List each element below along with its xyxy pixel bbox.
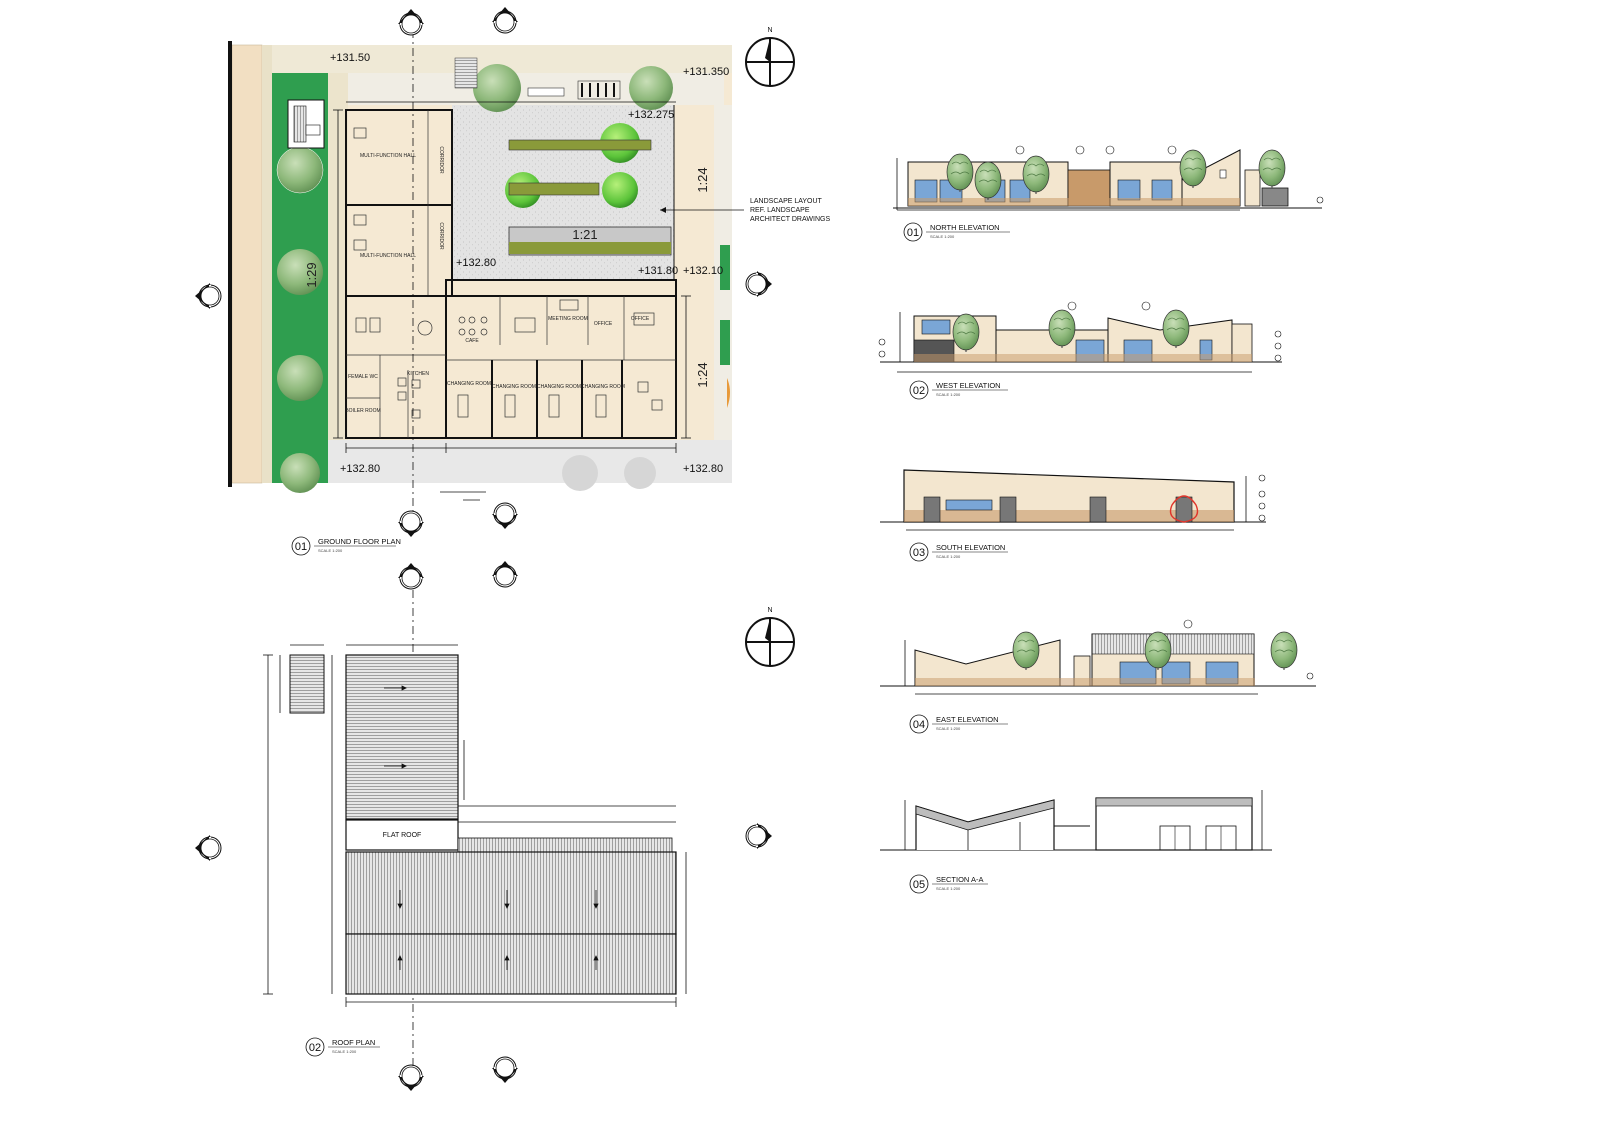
drawing-title: 01 NORTH ELEVATION SCALE 1:200 (903, 222, 1010, 242)
svg-text:SCALE 1:200: SCALE 1:200 (936, 726, 961, 731)
section-a-a (880, 790, 1272, 851)
room-label: CORRIDOR (438, 222, 444, 250)
drawing-title: 02 WEST ELEVATION SCALE 1:200 (909, 380, 1008, 400)
level-label: +131.350 (683, 66, 729, 78)
room-label: FEMALE WC (348, 374, 378, 380)
drawing-title: 03 SOUTH ELEVATION SCALE 1:200 (909, 542, 1008, 562)
ground-floor-plan: MULTI-FUNCTION HALL MULTI-FUNCTION HALL … (228, 30, 830, 520)
level-label: +132.80 (683, 463, 723, 475)
level-label: +131.50 (330, 52, 370, 64)
svg-text:ROOF PLAN: ROOF PLAN (332, 1038, 375, 1047)
svg-text:EAST ELEVATION: EAST ELEVATION (936, 715, 999, 724)
svg-text:02: 02 (913, 385, 925, 397)
level-label: +132.275 (628, 109, 674, 121)
svg-text:N: N (767, 607, 772, 614)
svg-text:SOUTH ELEVATION: SOUTH ELEVATION (936, 543, 1005, 552)
slope-label: 1:24 (695, 362, 710, 387)
svg-text:SECTION A-A: SECTION A-A (936, 875, 984, 884)
room-label: CAFE (465, 338, 479, 344)
slope-label: 1:24 (695, 167, 710, 192)
svg-text:01: 01 (907, 227, 919, 239)
level-label: +132.80 (456, 257, 496, 269)
drawing-title: 05 SECTION A-A SCALE 1:200 (909, 874, 988, 894)
room-label: CHANGING ROOM (581, 384, 625, 390)
room-label: MEETING ROOM (548, 316, 588, 322)
furniture (353, 127, 663, 419)
level-label: +132.80 (340, 463, 380, 475)
svg-text:01: 01 (295, 541, 307, 553)
svg-text:GROUND FLOOR PLAN: GROUND FLOOR PLAN (318, 537, 401, 546)
roof-plan: FLAT ROOF (263, 590, 687, 1070)
level-label: +132.10 (683, 265, 723, 277)
landscape-note-line: REF. LANDSCAPE (750, 207, 810, 214)
drawing-title: 02 ROOF PLAN SCALE 1:200 (305, 1037, 380, 1057)
svg-text:N: N (767, 27, 772, 34)
revision-cloud-icon (1169, 495, 1199, 523)
room-label: MULTI-FUNCTION HALL (360, 253, 416, 259)
svg-text:02: 02 (309, 1042, 321, 1054)
room-label: OFFICE (594, 321, 613, 327)
drawing-title: 01 GROUND FLOOR PLAN SCALE 1:200 (291, 536, 401, 556)
svg-text:NORTH ELEVATION: NORTH ELEVATION (930, 223, 1000, 232)
room-label: CHANGING ROOM (447, 381, 491, 387)
room-label: CHANGING ROOM (537, 384, 581, 390)
level-label: +131.80 (638, 265, 678, 277)
svg-text:SCALE 1:200: SCALE 1:200 (930, 234, 955, 239)
north-arrow-icon: N (745, 607, 795, 667)
svg-text:03: 03 (913, 547, 925, 559)
room-label: OFFICE (631, 316, 650, 322)
landscape-note-line: LANDSCAPE LAYOUT (750, 198, 823, 205)
room-label: BOILER ROOM (345, 408, 380, 414)
roof-label: FLAT ROOF (383, 832, 422, 839)
slope-label: 1:21 (572, 227, 597, 242)
slope-label: 1:29 (304, 262, 319, 287)
svg-text:SCALE 1:200: SCALE 1:200 (936, 886, 961, 891)
svg-text:04: 04 (913, 719, 925, 731)
svg-text:WEST ELEVATION: WEST ELEVATION (936, 381, 1001, 390)
south-elevation (880, 469, 1266, 531)
east-elevation (880, 619, 1316, 695)
svg-text:SCALE 1:200: SCALE 1:200 (318, 548, 343, 553)
room-label: KITCHEN (407, 371, 429, 377)
svg-text:05: 05 (913, 879, 925, 891)
room-label: CHANGING ROOM (492, 384, 536, 390)
west-elevation (878, 301, 1282, 373)
svg-text:SCALE 1:200: SCALE 1:200 (936, 554, 961, 559)
north-arrow-icon: N (745, 27, 795, 87)
svg-text:SCALE 1:200: SCALE 1:200 (332, 1049, 357, 1054)
north-elevation (893, 145, 1324, 211)
landscape-note-line: ARCHITECT DRAWINGS (750, 216, 830, 223)
room-label: MULTI-FUNCTION HALL (360, 153, 416, 159)
drawing-title: 04 EAST ELEVATION SCALE 1:200 (909, 714, 1008, 734)
svg-text:SCALE 1:200: SCALE 1:200 (936, 392, 961, 397)
room-label: CORRIDOR (438, 146, 444, 174)
